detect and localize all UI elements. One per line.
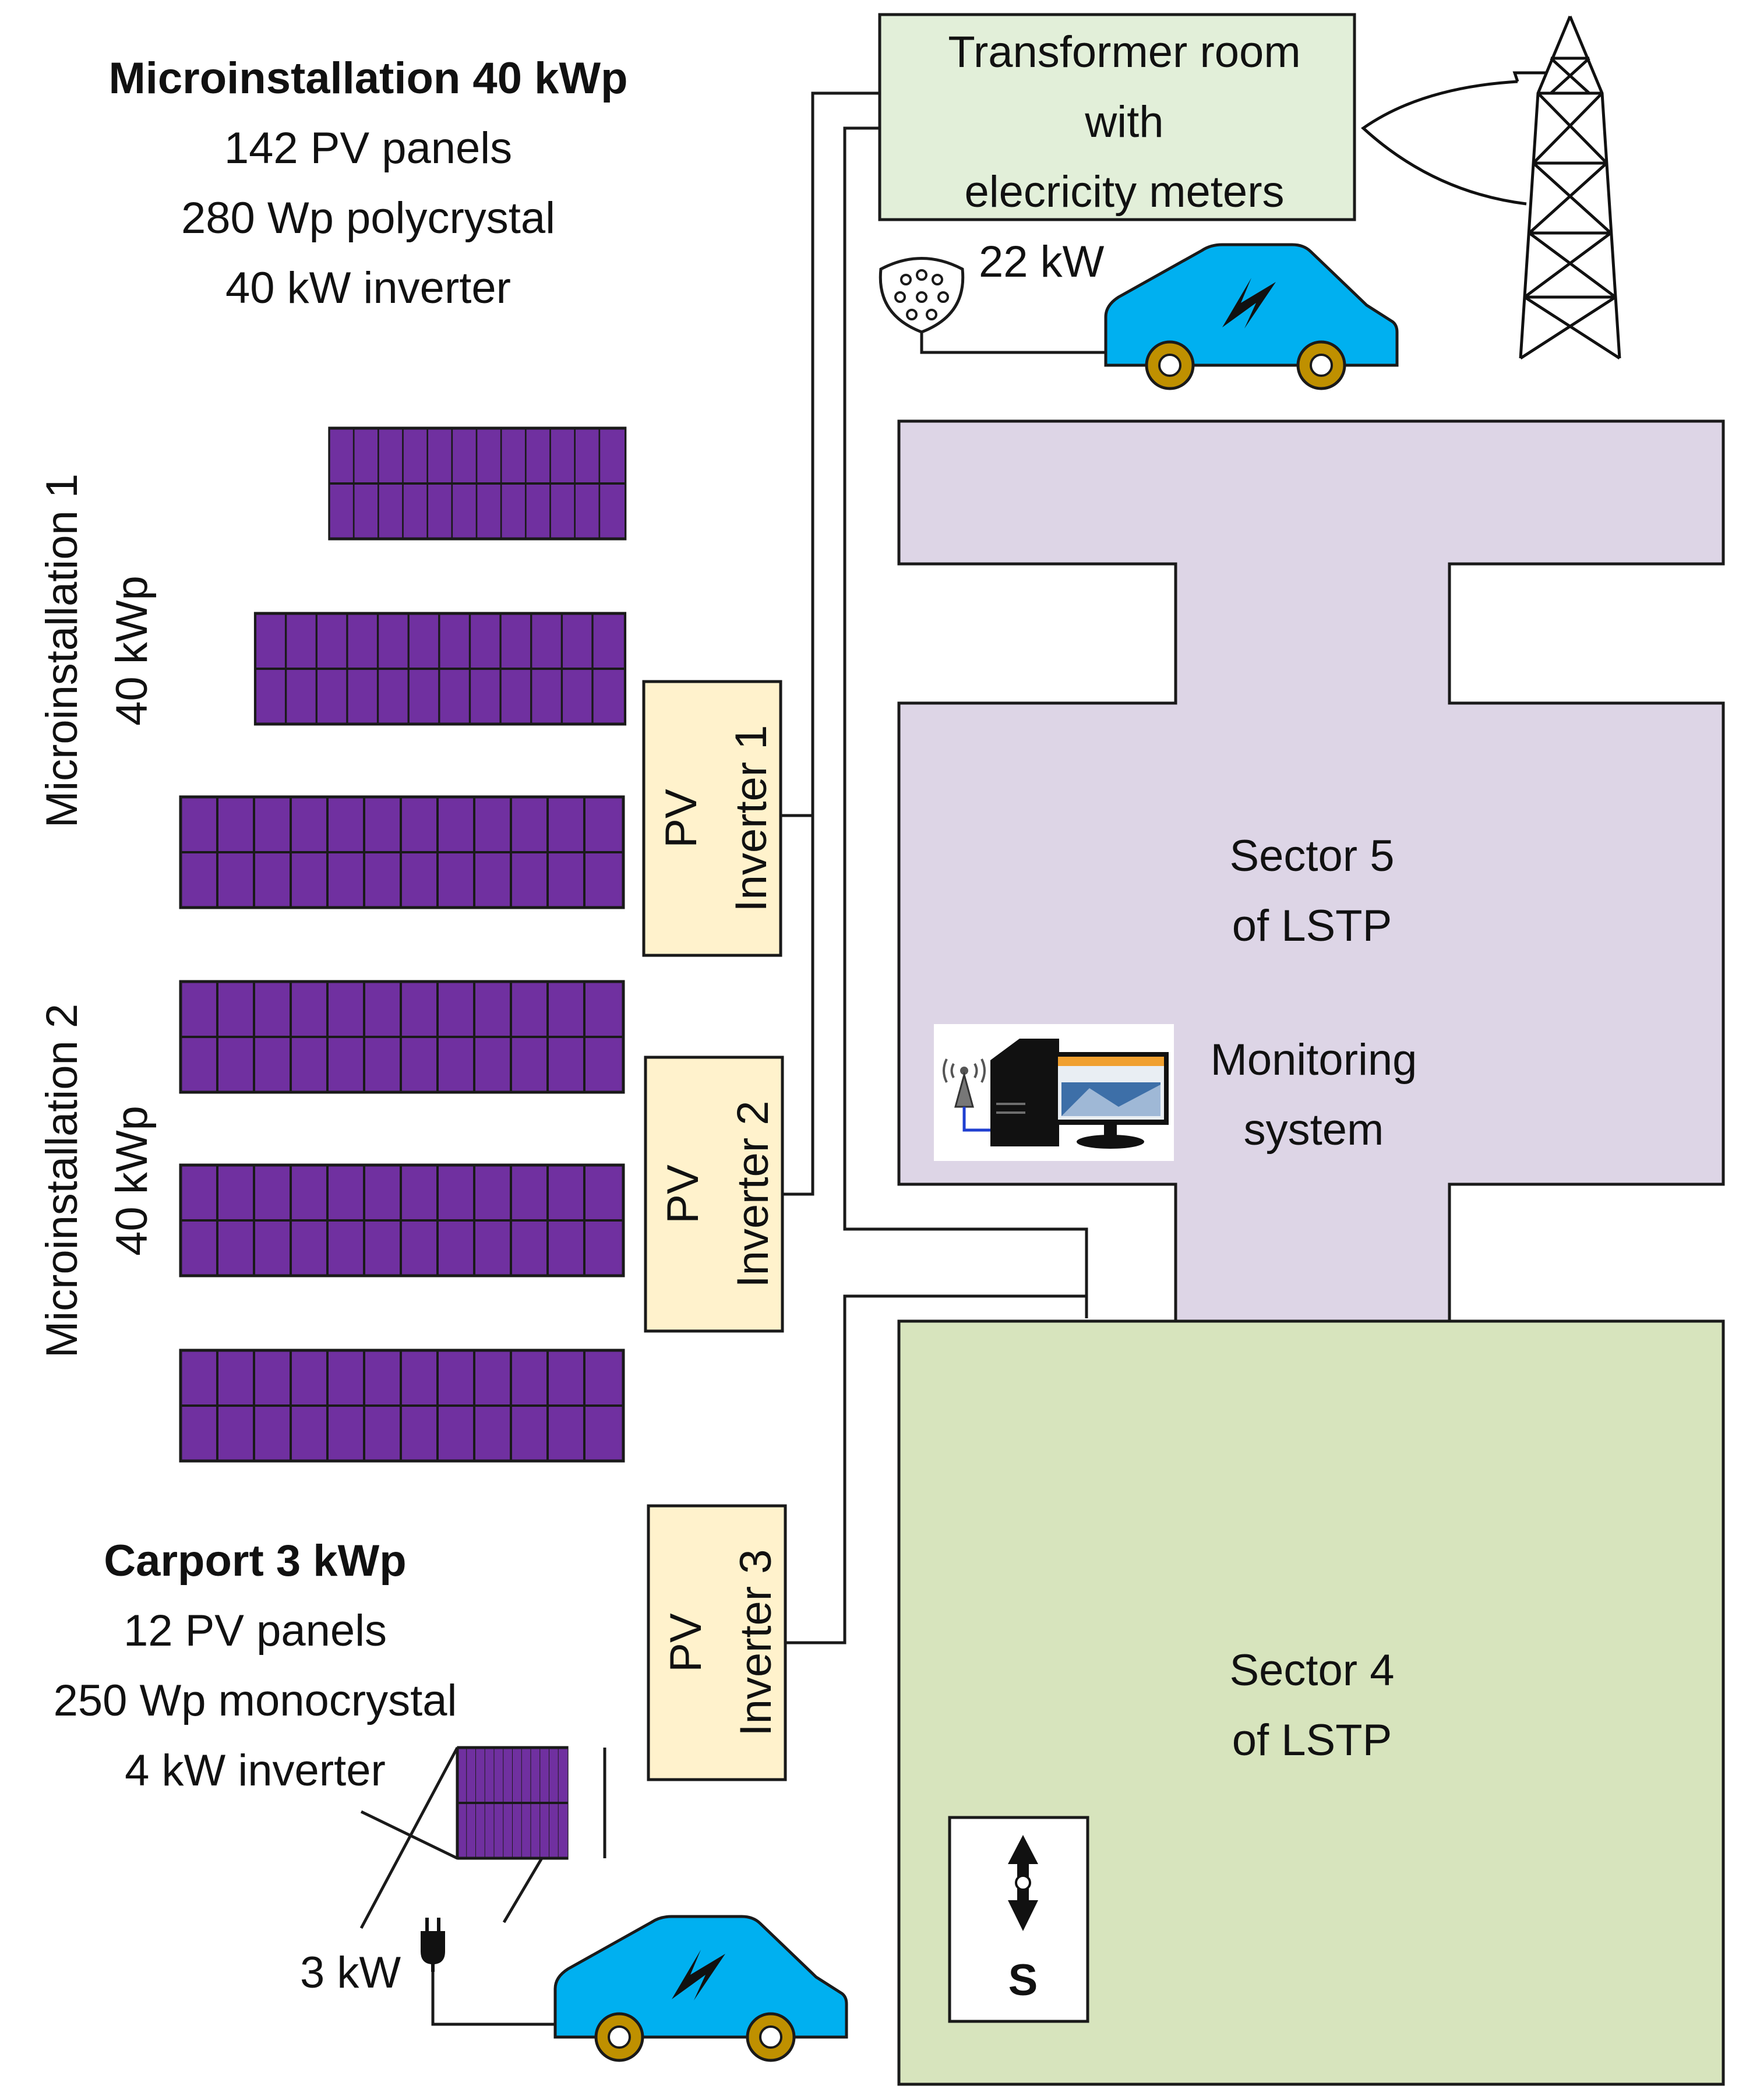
micro-legend: Microinstallation 40 kWp 142 PV panels 2… [108,54,627,313]
micro1-label-line1: Microinstallation 1 [37,474,87,828]
panel-array [181,797,623,908]
transformer-label-line2: with [1084,97,1163,147]
micro2-label-line1: Microinstallation 2 [37,1004,87,1358]
compass: S [948,1816,1089,2023]
micro2-label-line2: 40 kWp [107,1106,157,1256]
transformer-room [878,13,1356,221]
sector5-label-line2: of LSTP [1232,901,1392,951]
microinstallation-1-panels [181,428,626,908]
sector5-label-line1: Sector 5 [1229,831,1394,881]
inverter-3-label-line1: PV [661,1613,711,1672]
charger-fast-power: 22 kW [979,237,1105,287]
micro-legend-wp: 280 Wp polycrystal [181,193,555,243]
inverter-1-label-line1: PV [657,789,706,848]
micro-legend-inverter: 40 kW inverter [225,263,511,313]
micro1-label-line2: 40 kWp [107,576,157,726]
inverter-2-label-line2: Inverter 2 [728,1100,778,1287]
sector4-label-line1: Sector 4 [1229,1646,1394,1695]
electric-car-icon [1106,245,1397,389]
wiring [781,91,1088,1644]
pv-inverter-1: PV Inverter 1 [642,680,782,957]
micro-legend-panels: 142 PV panels [224,123,512,173]
transformer-label-line1: Transformer room [948,27,1300,77]
micro1-label: Microinstallation 1 40 kWp [37,474,157,828]
micro-legend-title: Microinstallation 40 kWp [108,54,627,103]
panel-array [181,1165,623,1276]
monitoring-label-line2: system [1244,1105,1384,1155]
carport-legend-wp: 250 Wp monocrystal [54,1676,457,1725]
plug-icon [421,1918,445,1972]
inverter-2-label-line1: PV [658,1164,708,1224]
panel-array [181,1350,623,1461]
computer-tower-icon [990,1039,1059,1146]
monitoring-station [934,1024,1174,1161]
monitoring-label-line1: Monitoring [1211,1035,1417,1085]
charger-slow-power: 3 kW [300,1948,401,1997]
carport-legend-panels: 12 PV panels [124,1606,387,1656]
micro2-label: Microinstallation 2 40 kWp [37,1004,157,1358]
electric-car-icon [555,1917,846,2060]
pv-inverter-2: PV Inverter 2 [644,1056,784,1333]
panel-array [181,982,623,1092]
inverter-3-label-line2: Inverter 3 [731,1549,781,1736]
panel-array [255,613,625,724]
inverter-1-label-line2: Inverter 1 [726,725,776,912]
sector4-label-line2: of LSTP [1232,1716,1392,1765]
sector4-building [897,1319,1725,2086]
monitor-icon [1053,1052,1169,1149]
compass-label: S [1008,1956,1038,2005]
ev-charger-3kw: 3 kW [300,1918,556,2026]
microinstallation-2-panels [181,982,623,1461]
ev-charger-22kw: 22 kW [879,237,1106,354]
carport-panel-array [457,1748,568,1858]
carport-legend: Carport 3 kWp 12 PV panels 250 Wp monocr… [54,1536,457,1795]
charging-socket-icon [879,257,965,334]
power-pylon-icon [1361,16,1621,360]
carport [359,1748,606,1929]
pv-inverter-3: PV Inverter 3 [647,1504,787,1781]
carport-legend-title: Carport 3 kWp [104,1536,406,1586]
transformer-label-line3: elecricity meters [965,167,1285,217]
carport-legend-inverter: 4 kW inverter [125,1746,386,1795]
panel-array [329,428,626,539]
